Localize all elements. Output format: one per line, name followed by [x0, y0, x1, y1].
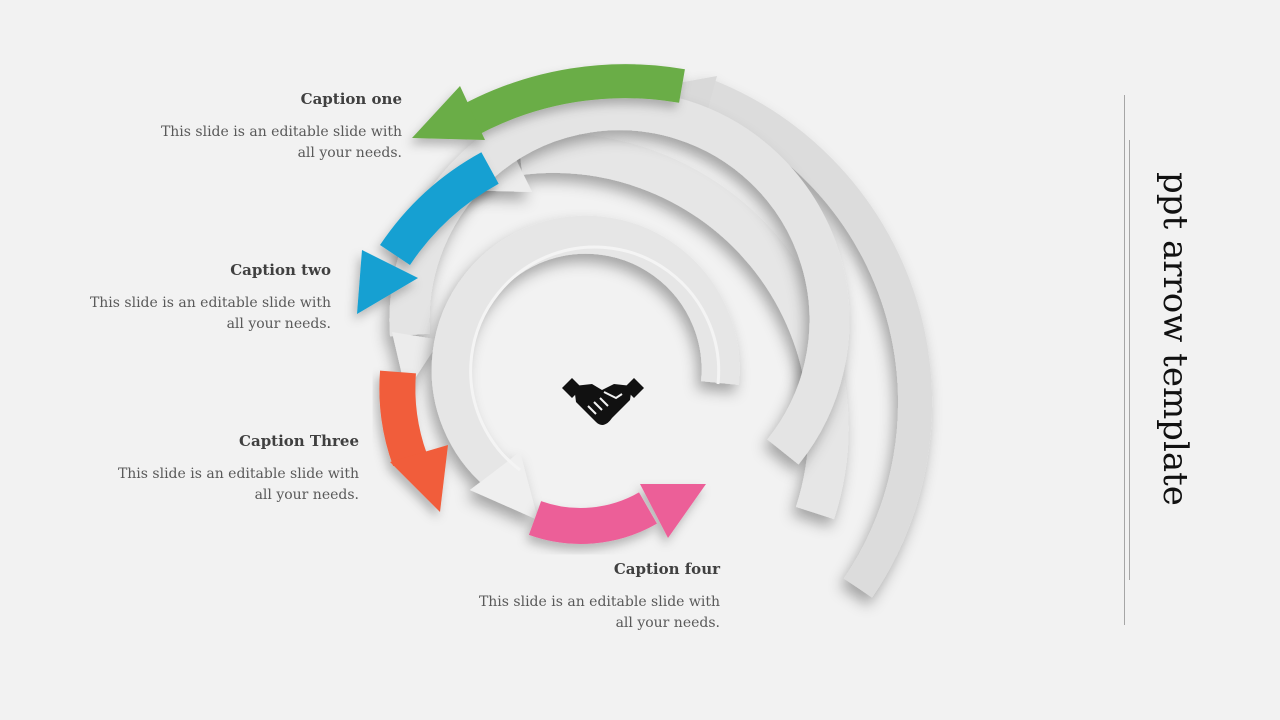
caption-four-text: This slide is an editable slide with all…	[478, 594, 720, 631]
orange-arrow	[379, 370, 448, 512]
divider-line-left	[1124, 95, 1125, 625]
caption-three: Caption Three This slide is an editable …	[107, 432, 359, 506]
caption-three-text: This slide is an editable slide with all…	[117, 466, 359, 503]
caption-one: Caption one This slide is an editable sl…	[150, 90, 402, 164]
caption-one-heading: Caption one	[300, 90, 402, 108]
divider-line-right	[1129, 140, 1130, 580]
blue-arrow	[357, 152, 499, 314]
caption-two: Caption two This slide is an editable sl…	[79, 261, 331, 335]
gray-arc-2	[431, 215, 740, 520]
slide-title: ppt arrow template	[1155, 172, 1195, 506]
gray-arc-outer	[650, 76, 933, 598]
caption-two-heading: Caption two	[230, 261, 331, 279]
caption-three-heading: Caption Three	[239, 432, 359, 450]
handshake-icon	[562, 378, 644, 425]
caption-one-text: This slide is an editable slide with all…	[160, 124, 402, 161]
caption-two-text: This slide is an editable slide with all…	[89, 295, 331, 332]
pink-arrow	[528, 484, 706, 544]
green-arrow	[412, 64, 685, 140]
caption-four-heading: Caption four	[613, 560, 720, 578]
caption-four: Caption four This slide is an editable s…	[468, 560, 720, 634]
inner-ring	[469, 245, 721, 472]
